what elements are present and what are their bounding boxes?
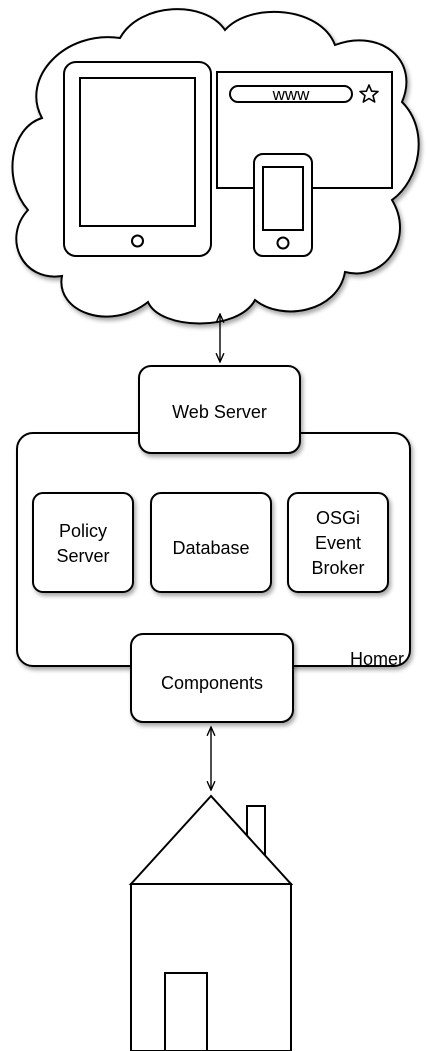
browser-url-text: www xyxy=(272,85,311,104)
components-box: Components xyxy=(130,633,294,723)
star-icon xyxy=(359,84,379,103)
policy-server-line2: Server xyxy=(56,546,109,566)
osgi-line3: Broker xyxy=(311,558,364,578)
policy-server-box: Policy Server xyxy=(32,492,134,593)
osgi-line2: Event xyxy=(315,533,361,553)
web-server-label: Web Server xyxy=(172,402,267,422)
osgi-line1: OSGi xyxy=(316,508,360,528)
house-icon xyxy=(128,794,294,1051)
database-box: Database xyxy=(150,492,272,593)
components-label: Components xyxy=(161,673,263,693)
policy-server-line1: Policy xyxy=(59,521,107,541)
web-server-box: Web Server xyxy=(138,365,301,454)
osgi-event-broker-box: OSGi Event Broker xyxy=(287,492,389,593)
smartphone-icon xyxy=(253,153,313,257)
browser-window-icon: www xyxy=(216,71,393,189)
homer-label: Homer xyxy=(350,649,404,669)
database-label: Database xyxy=(172,538,249,558)
tablet-icon xyxy=(63,61,212,257)
